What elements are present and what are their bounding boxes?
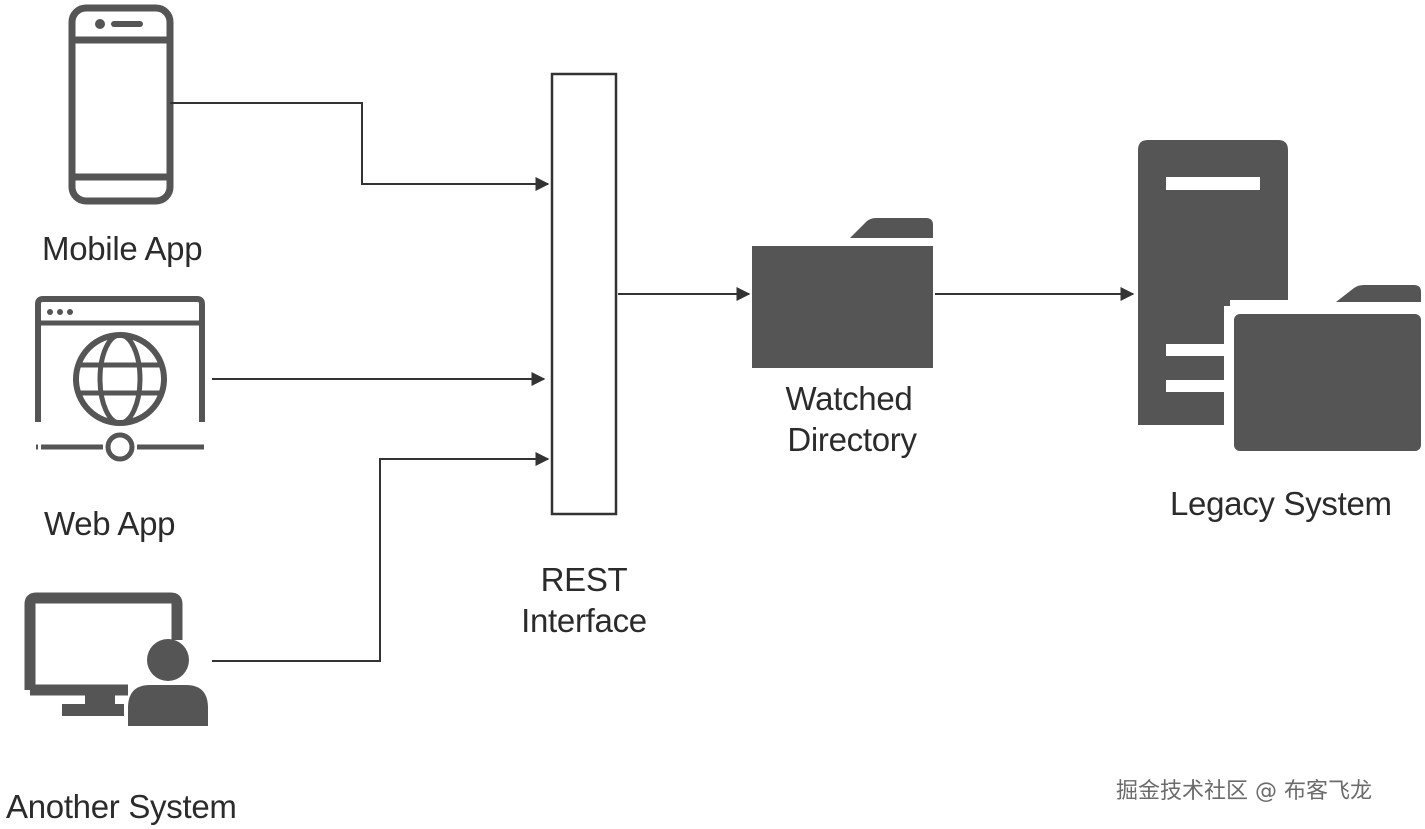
- monitor-user-icon: [24, 592, 208, 726]
- smartphone-icon: [68, 4, 174, 205]
- another-system-label: Another System: [6, 788, 237, 825]
- watched-directory-label-line2: Directory: [787, 421, 917, 458]
- watched-directory-label-line1: Watched: [785, 380, 913, 417]
- mobile-app-label: Mobile App: [42, 230, 203, 267]
- web-app-label: Web App: [44, 505, 176, 542]
- edge-another-to-rest: [212, 452, 550, 662]
- edge-mobile-to-rest: [170, 102, 550, 191]
- rest-interface-label-line2: Interface: [521, 602, 647, 639]
- folder-icon: [752, 218, 933, 368]
- rest-interface-label-line1: REST: [540, 561, 628, 598]
- server-folder-icon: [1138, 140, 1425, 455]
- legacy-system-label: Legacy System: [1170, 485, 1392, 522]
- browser-globe-icon: [35, 296, 205, 462]
- rest-interface-bar: [550, 72, 618, 516]
- watermark-text: 掘金技术社区 @ 布客飞龙: [1116, 779, 1372, 804]
